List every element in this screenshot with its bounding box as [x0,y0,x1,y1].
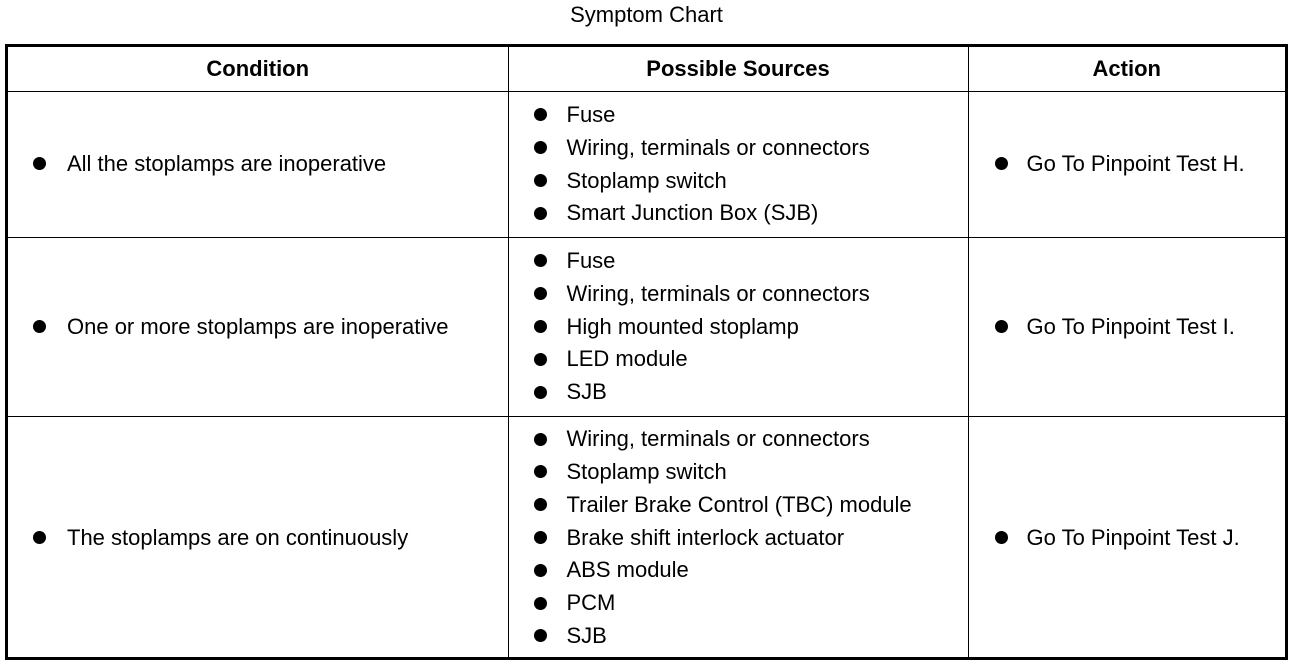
source-item: LED module [509,343,968,376]
source-text: Wiring, terminals or connectors [566,426,870,452]
bullet-icon [533,108,547,122]
action-cell: Go To Pinpoint Test J. [967,416,1286,659]
action-item: Go To Pinpoint Test J. [969,522,1286,555]
action-text: Go To Pinpoint Test J. [1026,524,1240,550]
source-text: PCM [566,590,616,616]
source-item: SJB [509,620,968,653]
bullet-icon [533,385,547,399]
source-item: Fuse [509,245,968,278]
sources-cell: Wiring, terminals or connectors Stoplamp… [507,416,969,659]
source-item: Stoplamp switch [509,165,968,198]
condition-item: The stoplamps are on continuously [8,522,508,555]
sources-cell: Fuse Wiring, terminals or connectors Sto… [507,91,969,238]
bullet-icon [533,432,547,446]
condition-text: One or more stoplamps are inoperative [67,313,449,339]
condition-text: All the stoplamps are inoperative [67,151,387,177]
bullet-icon [33,530,46,544]
action-item: Go To Pinpoint Test I. [969,311,1286,344]
source-text: Trailer Brake Control (TBC) module [566,491,912,517]
bullet-icon [533,287,547,301]
table-row: The stoplamps are on continuously Wiring… [8,416,1286,659]
source-text: Fuse [566,248,616,273]
source-item: Stoplamp switch [509,456,968,489]
condition-text: The stoplamps are on continuously [67,524,409,550]
header-possible-sources: Possible Sources [507,47,969,92]
condition-item: All the stoplamps are inoperative [8,148,508,181]
source-item: SJB [509,376,968,409]
header-condition: Condition [8,47,509,92]
action-item: Go To Pinpoint Test H. [969,148,1286,181]
action-cell: Go To Pinpoint Test H. [967,91,1286,238]
source-item: Brake shift interlock actuator [509,522,968,555]
symptom-table: Condition Possible Sources Action All th… [8,47,1285,659]
bullet-icon [533,530,547,544]
source-text: High mounted stoplamp [566,313,799,339]
source-text: Wiring, terminals or connectors [566,134,870,160]
source-item: High mounted stoplamp [509,311,968,344]
source-text: Brake shift interlock actuator [566,524,845,550]
source-item: Wiring, terminals or connectors [509,423,968,456]
source-text: ABS module [566,557,689,583]
source-text: Smart Junction Box (SJB) [566,200,819,226]
action-cell: Go To Pinpoint Test I. [967,237,1286,417]
symptom-table-container: Condition Possible Sources Action All th… [5,44,1288,660]
table-row: One or more stoplamps are inoperative Fu… [8,237,1286,417]
source-item: Fuse [509,99,968,132]
source-text: SJB [566,379,607,405]
bullet-icon [33,157,46,171]
sources-cell: Fuse Wiring, terminals or connectors Hig… [507,237,969,417]
bullet-icon [533,629,547,643]
bullet-icon [533,254,547,268]
bullet-icon [33,319,46,333]
source-item: Smart Junction Box (SJB) [509,197,968,230]
bullet-icon [994,530,1008,544]
action-text: Go To Pinpoint Test I. [1026,313,1235,339]
bullet-icon [994,157,1008,171]
source-item: ABS module [509,554,968,587]
condition-cell: The stoplamps are on continuously [8,416,509,659]
condition-cell: One or more stoplamps are inoperative [8,237,509,417]
table-row: All the stoplamps are inoperative Fuse W… [8,91,1286,238]
bullet-icon [533,465,547,479]
condition-item: One or more stoplamps are inoperative [8,311,508,344]
bullet-icon [533,498,547,512]
bullet-icon [533,352,547,366]
bullet-icon [533,141,547,155]
source-text: LED module [566,346,688,372]
bullet-icon [533,563,547,577]
condition-cell: All the stoplamps are inoperative [8,91,509,238]
source-item: Trailer Brake Control (TBC) module [509,489,968,522]
source-text: Fuse [566,101,616,127]
source-item: PCM [509,587,968,620]
page-title: Symptom Chart [570,2,723,27]
source-item: Wiring, terminals or connectors [509,278,968,311]
source-text: Wiring, terminals or connectors [566,280,870,306]
bullet-icon [533,173,547,187]
bullet-icon [533,596,547,610]
bullet-icon [533,206,547,220]
bullet-icon [533,319,547,333]
table-header-row: Condition Possible Sources Action [8,47,1285,92]
source-item: Wiring, terminals or connectors [509,132,968,165]
source-text: Stoplamp switch [566,167,727,193]
bullet-icon [994,319,1008,333]
source-text: SJB [566,622,607,648]
header-action: Action [967,47,1285,92]
action-text: Go To Pinpoint Test H. [1026,151,1245,177]
source-text: Stoplamp switch [566,459,727,484]
